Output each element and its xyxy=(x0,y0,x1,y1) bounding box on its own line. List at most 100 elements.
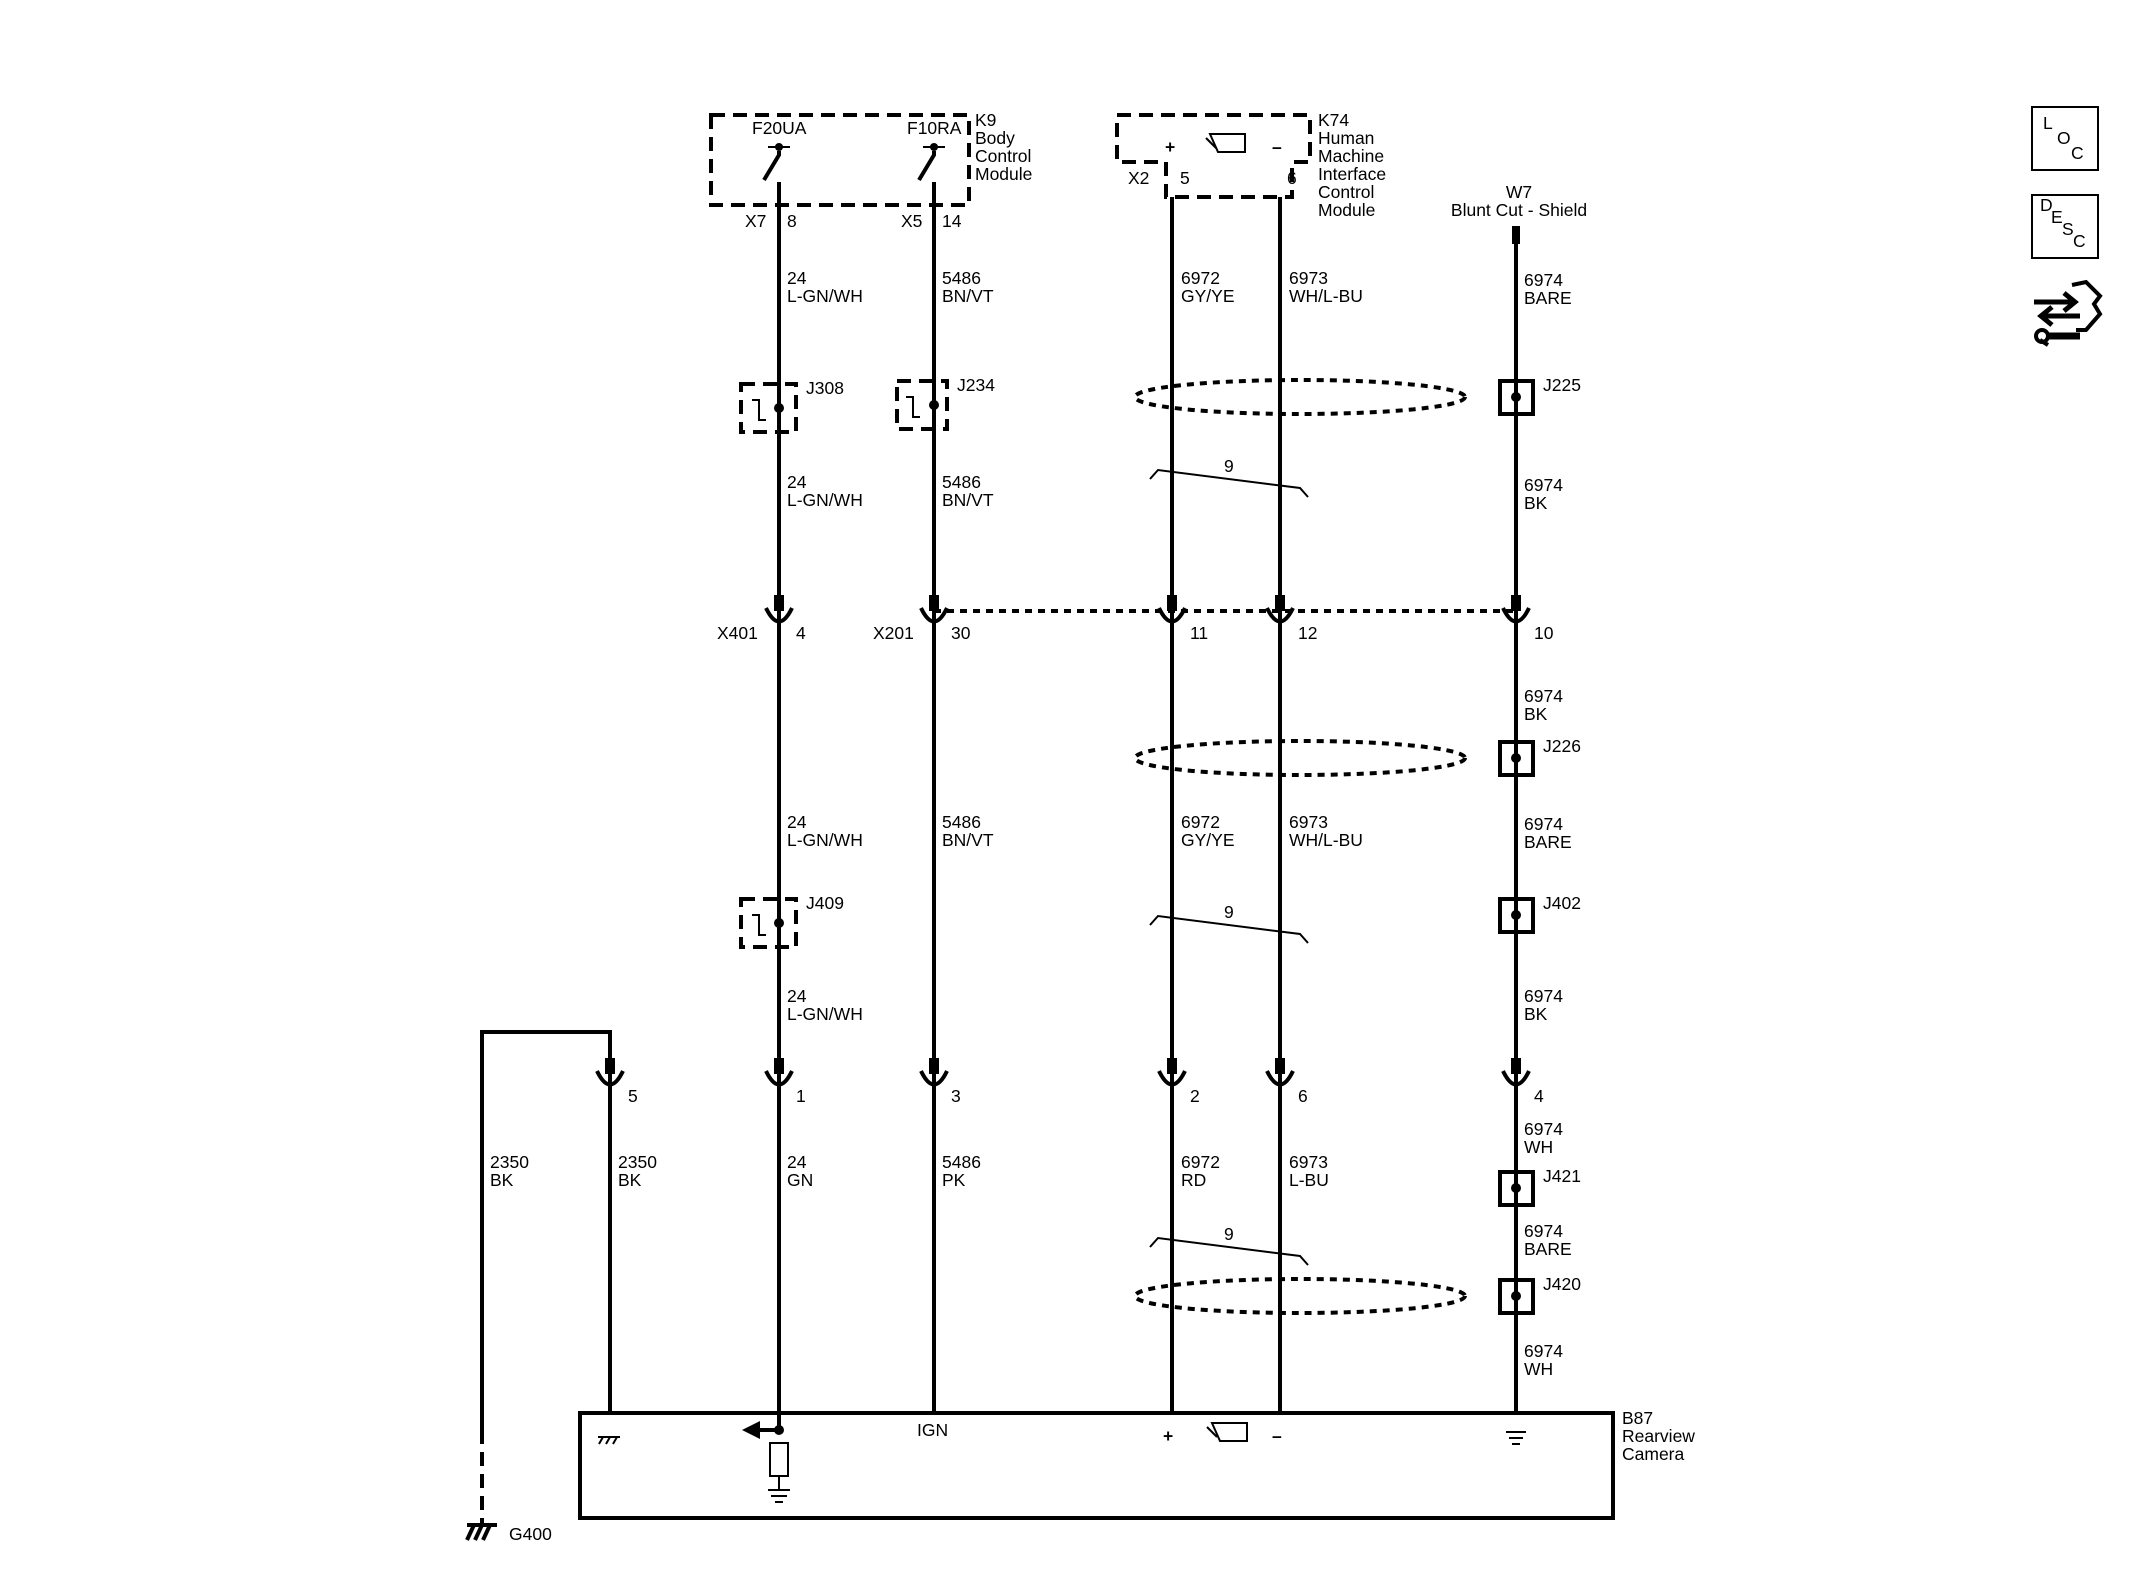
wire-6973-color-1: WH/L-BU xyxy=(1289,286,1363,306)
k9-connector-x7: X7 xyxy=(745,211,766,231)
wire-6973-color-3: L-BU xyxy=(1289,1170,1329,1190)
connector-x201-ref: X201 xyxy=(873,623,914,643)
wire-6974-color-1: BARE xyxy=(1524,288,1572,308)
twisted-pair-marker-2: 9 xyxy=(1149,902,1309,944)
k74-name-line-3: Interface xyxy=(1318,164,1386,184)
fuse-f10ra-label: F10RA xyxy=(907,118,962,138)
wire-6972-num-2: 6972 xyxy=(1181,812,1220,832)
wire-24-num-4: 24 xyxy=(787,986,807,1006)
wire-6973-num-3: 6973 xyxy=(1289,1152,1328,1172)
k74-hmi-control-module: + – X2 5 6 K74 Human Machine Interface C… xyxy=(1115,110,1386,220)
wire-2350-num-right: 2350 xyxy=(618,1152,657,1172)
wire-24-color-3: L-GN/WH xyxy=(787,830,863,850)
wire-6974-num-5: 6974 xyxy=(1524,986,1563,1006)
k9-name-line-1: Body xyxy=(975,128,1015,148)
wire-24-num-1: 24 xyxy=(787,268,807,288)
splice-j421: J421 xyxy=(1498,1166,1581,1207)
wire-6972-num-1: 6972 xyxy=(1181,268,1220,288)
k9-pin-14: 14 xyxy=(942,211,962,231)
wire-6974-num-6: 6974 xyxy=(1524,1119,1563,1139)
wire-5486-color-1: BN/VT xyxy=(942,286,994,306)
wire-6972-color-3: RD xyxy=(1181,1170,1206,1190)
b87-minus-symbol: – xyxy=(1272,1426,1282,1446)
k74-plus-symbol: + xyxy=(1165,137,1175,157)
splice-j409: J409 xyxy=(739,893,844,949)
connector-x201-pin-12: 12 xyxy=(1298,623,1317,643)
wire-6972-color-2: GY/YE xyxy=(1181,830,1235,850)
wire-2350-num-left: 2350 xyxy=(490,1152,529,1172)
wire-6974-color-7: BARE xyxy=(1524,1239,1572,1259)
loc-letter-c: C xyxy=(2071,143,2084,163)
video-signal-icon xyxy=(1205,133,1246,153)
connector-x201-pin-11: 11 xyxy=(1190,623,1208,643)
k74-name-line-5: Module xyxy=(1318,200,1375,220)
connector-x401-ref: X401 xyxy=(717,623,758,643)
camera-video-icon xyxy=(1206,1422,1248,1442)
shield-j225: J225 xyxy=(1133,375,1581,416)
b87-ign-label: IGN xyxy=(917,1420,948,1440)
shield-j420: J420 xyxy=(1133,1274,1581,1315)
shield-j226: J226 xyxy=(1133,736,1581,777)
wire-6974-num-7: 6974 xyxy=(1524,1221,1563,1241)
b87-ref: B87 xyxy=(1622,1408,1653,1428)
desc-letter-d: D xyxy=(2040,195,2053,215)
wire-24-num-3: 24 xyxy=(787,812,807,832)
k74-pin-6: 6 xyxy=(1287,168,1297,188)
chassis-ground-icon xyxy=(598,1436,620,1445)
splice-j308: J308 xyxy=(739,378,844,434)
wire-5486-num-2b: 5486 xyxy=(942,812,981,832)
k74-name-line-1: Human xyxy=(1318,128,1374,148)
k9-body-control-module: F20UA F10RA K9 Body Control Module X7 8 … xyxy=(709,110,1032,231)
splice-j409-label: J409 xyxy=(806,893,844,913)
loc-letter-o: O xyxy=(2057,128,2071,148)
w7-blunt-cut-shield: W7 Blunt Cut - Shield xyxy=(1451,182,1587,244)
wire-2350-color-right: BK xyxy=(618,1170,642,1190)
wire-2350-color-left: BK xyxy=(490,1170,514,1190)
b87-plus-symbol: + xyxy=(1163,1426,1173,1446)
connector-repair-button[interactable] xyxy=(2034,279,2103,347)
twist-label-3: 9 xyxy=(1224,1224,1234,1244)
wire-2350-ground xyxy=(480,1030,612,1525)
wire-5486-num-2: 5486 xyxy=(942,472,981,492)
connector-repair-icon xyxy=(2034,279,2103,347)
wire-6974-color-3: BK xyxy=(1524,704,1548,724)
k74-minus-symbol: – xyxy=(1272,137,1282,157)
desc-letter-s: S xyxy=(2062,219,2074,239)
wire-6972-num-3: 6972 xyxy=(1181,1152,1220,1172)
wire-6974-color-4: BARE xyxy=(1524,832,1572,852)
wire-6973-color-2: WH/L-BU xyxy=(1289,830,1363,850)
splice-j308-label: J308 xyxy=(806,378,844,398)
lower-pin-3: 3 xyxy=(951,1086,961,1106)
splice-j421-label: J421 xyxy=(1543,1166,1581,1186)
wire-6973-num-2: 6973 xyxy=(1289,812,1328,832)
wire-6972-color-1: GY/YE xyxy=(1181,286,1235,306)
connector-x201-pin-10: 10 xyxy=(1534,623,1554,643)
wire-24-color-5: GN xyxy=(787,1170,813,1190)
w7-name: Blunt Cut - Shield xyxy=(1451,200,1587,220)
b87-name-line-2: Camera xyxy=(1622,1444,1685,1464)
wire-5486-num-3: 5486 xyxy=(942,1152,981,1172)
k74-pin-5: 5 xyxy=(1180,168,1190,188)
wire-24-num-2: 24 xyxy=(787,472,807,492)
twist-label-2: 9 xyxy=(1224,902,1234,922)
loc-letter-l: L xyxy=(2043,113,2053,133)
wire-5486-color-3: PK xyxy=(942,1170,966,1190)
splice-j225-label: J225 xyxy=(1543,375,1581,395)
wire-24-color-1: L-GN/WH xyxy=(787,286,863,306)
lower-pin-1: 1 xyxy=(796,1086,806,1106)
wire-24-color-4: L-GN/WH xyxy=(787,1004,863,1024)
splice-j234: J234 xyxy=(895,375,995,431)
wire-6974-color-2: BK xyxy=(1524,493,1548,513)
k74-name-line-4: Control xyxy=(1318,182,1374,202)
fuse-f20ua-label: F20UA xyxy=(752,118,807,138)
desc-letter-e: E xyxy=(2051,207,2063,227)
wire-5486-color-2b: BN/VT xyxy=(942,830,994,850)
wire-6974-num-1: 6974 xyxy=(1524,270,1563,290)
k9-name-line-2: Control xyxy=(975,146,1031,166)
location-button[interactable]: L O C xyxy=(2031,106,2099,171)
resistor-icon xyxy=(768,1442,790,1503)
description-button[interactable]: D E S C xyxy=(2031,194,2099,259)
signal-ground-icon xyxy=(1506,1431,1526,1445)
wire-24-num-5: 24 xyxy=(787,1152,807,1172)
wire-6974-color-5: BK xyxy=(1524,1004,1548,1024)
